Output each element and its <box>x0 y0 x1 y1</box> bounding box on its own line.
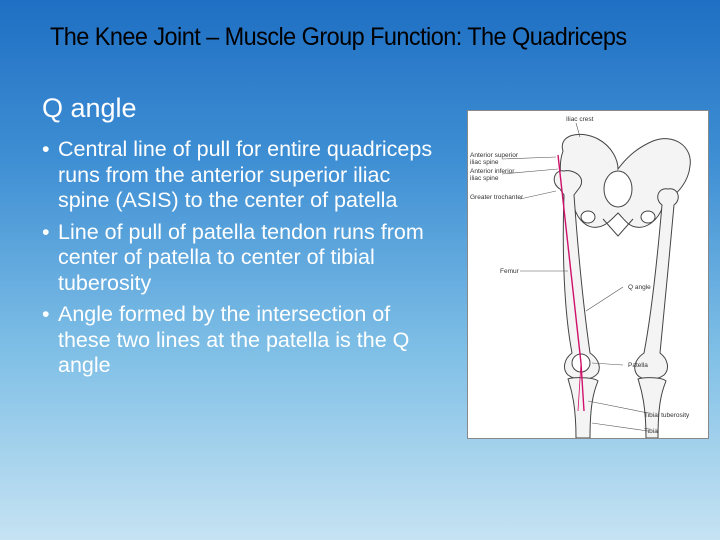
bullet-text: Line of pull of patella tendon runs from… <box>58 219 424 295</box>
slide-subtitle: Q angle <box>42 93 137 123</box>
right-leg <box>634 188 679 438</box>
pelvis <box>559 133 691 237</box>
bullet-text: Central line of pull for entire quadrice… <box>58 137 433 212</box>
label-asis-line1: Anterior superior <box>470 152 519 159</box>
q-angle-illustration: Iliac crest Anterior superior iliac spin… <box>467 110 709 439</box>
label-greater-trochanter: Greater trochanter <box>470 194 524 201</box>
bullet-item: • Angle formed by the intersection of the… <box>42 302 447 379</box>
label-aiis-line1: Anterior inferior <box>470 168 515 175</box>
bullet-dot: • <box>42 219 50 244</box>
bullet-dot: • <box>42 302 50 326</box>
q-angle-lines <box>557 154 585 412</box>
slide-title: The Knee Joint – Muscle Group Function: … <box>50 23 627 51</box>
leader-lines <box>501 122 649 432</box>
label-femur: Femur <box>500 268 520 275</box>
label-asis-line2: iliac spine <box>470 159 499 166</box>
leg-anatomy-drawing: Iliac crest Anterior superior iliac spin… <box>470 116 691 438</box>
label-tibia: Tibia <box>644 428 658 435</box>
label-iliac-crest: Iliac crest <box>566 116 594 123</box>
label-patella: Patella <box>628 362 648 369</box>
bullet-list: • Central line of pull for entire quadric… <box>42 137 447 385</box>
bullet-item: • Central line of pull for entire quadric… <box>42 137 447 214</box>
label-q-angle: Q angle <box>628 284 651 291</box>
bullet-item: • Line of pull of patella tendon runs fro… <box>42 220 447 297</box>
tibia <box>567 377 599 438</box>
bullet-dot: • <box>42 137 50 161</box>
label-aiis-line2: iliac spine <box>470 175 499 182</box>
bullet-text: Angle formed by the intersection of thes… <box>58 302 410 377</box>
label-tibial-tuberosity: Tibial tuberosity <box>644 412 690 419</box>
